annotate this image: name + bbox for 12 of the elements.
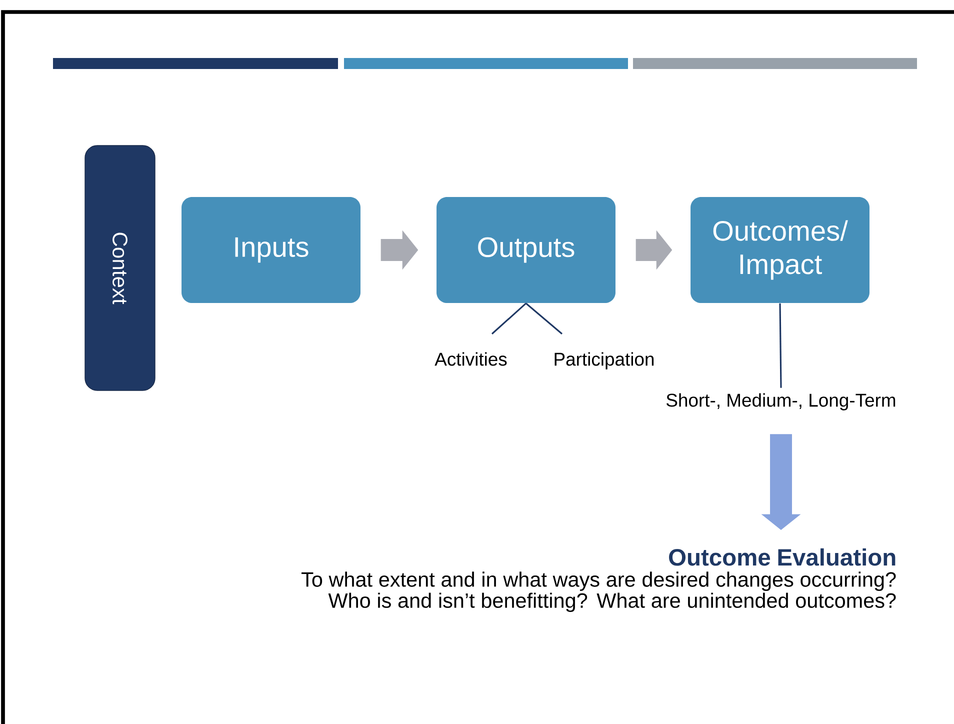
process-box: Outputs [436, 197, 616, 303]
text-label: Activities [434, 352, 507, 366]
text-label: Short-, Medium-, Long-Term [666, 393, 896, 410]
process-box: Inputs [182, 197, 360, 303]
connector-line [491, 302, 527, 334]
text-label: Participation [554, 352, 654, 370]
context-bar: Context [84, 145, 156, 391]
connector-line [526, 302, 563, 334]
connector-line [779, 303, 782, 388]
heading: Outcome Evaluation [669, 548, 896, 566]
question-text: To what extent and in what ways are desired changes occurring? Who is and isn’t benefitting? What are unintended outcomes? [302, 572, 896, 612]
process-box: Outcomes/ Impact [690, 197, 870, 303]
